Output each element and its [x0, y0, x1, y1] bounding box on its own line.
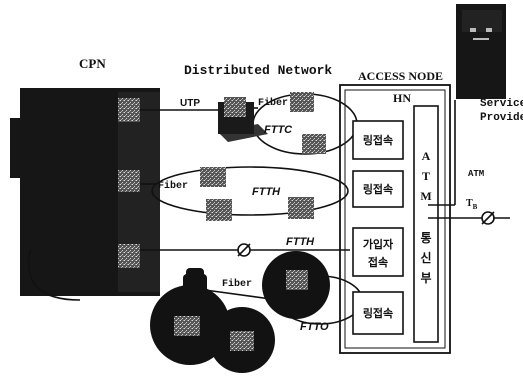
- comm-vertical-3: 부: [420, 271, 431, 285]
- ftth-node-bottom-right: [288, 197, 314, 219]
- hn-label: HN: [393, 91, 411, 105]
- service-provider-tower: [456, 4, 506, 99]
- fttc-node-bottom: [302, 134, 326, 154]
- access-node-label: ACCESS NODE: [358, 69, 443, 83]
- cpn-node-1: [118, 98, 140, 122]
- atm-link-label: ATM: [468, 169, 484, 179]
- fttc-cabinet: [218, 97, 268, 142]
- fiber-label-top: Fiber: [258, 97, 288, 109]
- atm-vertical-m: M: [420, 189, 431, 203]
- fiber-label-bottom: Fiber: [222, 278, 252, 290]
- ring-access-box-2: [352, 170, 404, 208]
- cpn-building: [10, 88, 160, 296]
- ftth-node-top: [200, 167, 226, 187]
- comm-vertical-2: 신: [420, 250, 431, 265]
- ring-access-label-2: 링접속: [363, 183, 393, 196]
- ftto-sites: [150, 251, 330, 373]
- ftth-node-bottom-left: [206, 199, 232, 221]
- access-node-modules: [352, 120, 404, 335]
- fiber-connectors: [237, 211, 495, 257]
- utp-label: UTP: [180, 98, 200, 109]
- ring-access-box-1: [352, 120, 404, 160]
- ftth-label-low: FTTH: [286, 236, 315, 248]
- fiber-label-mid: Fiber: [158, 180, 188, 192]
- service-provider-label-2: Provider: [480, 112, 523, 124]
- access-node-frame: [339, 84, 451, 354]
- subscriber-label-1: 가입자: [363, 237, 394, 251]
- cpn-label: CPN: [79, 56, 106, 71]
- atm-vertical-t: T: [422, 169, 430, 183]
- ring-access-label-3: 링접속: [363, 307, 393, 320]
- subscriber-access-box: [352, 227, 404, 277]
- cpn-node-2: [118, 170, 140, 192]
- fttc-node-top: [290, 92, 314, 112]
- tb-label: TB: [466, 198, 478, 211]
- atm-vertical-a: A: [422, 149, 431, 163]
- ftto-label: FTTO: [300, 321, 329, 333]
- fttc-label: FTTC: [264, 124, 293, 136]
- comm-vertical-1: 통: [420, 230, 431, 245]
- service-provider-label-1: Service: [480, 98, 523, 110]
- ring-access-box-3: [352, 291, 404, 335]
- ring-access-label-1: 링접속: [363, 134, 393, 147]
- distributed-network-label: Distributed Network: [184, 63, 332, 78]
- ftth-label-mid: FTTH: [252, 186, 281, 198]
- atm-comm-bar: [413, 105, 439, 343]
- subscriber-label-2: 접속: [368, 256, 388, 269]
- cpn-node-3: [118, 244, 140, 268]
- ring-nodes: [200, 92, 326, 221]
